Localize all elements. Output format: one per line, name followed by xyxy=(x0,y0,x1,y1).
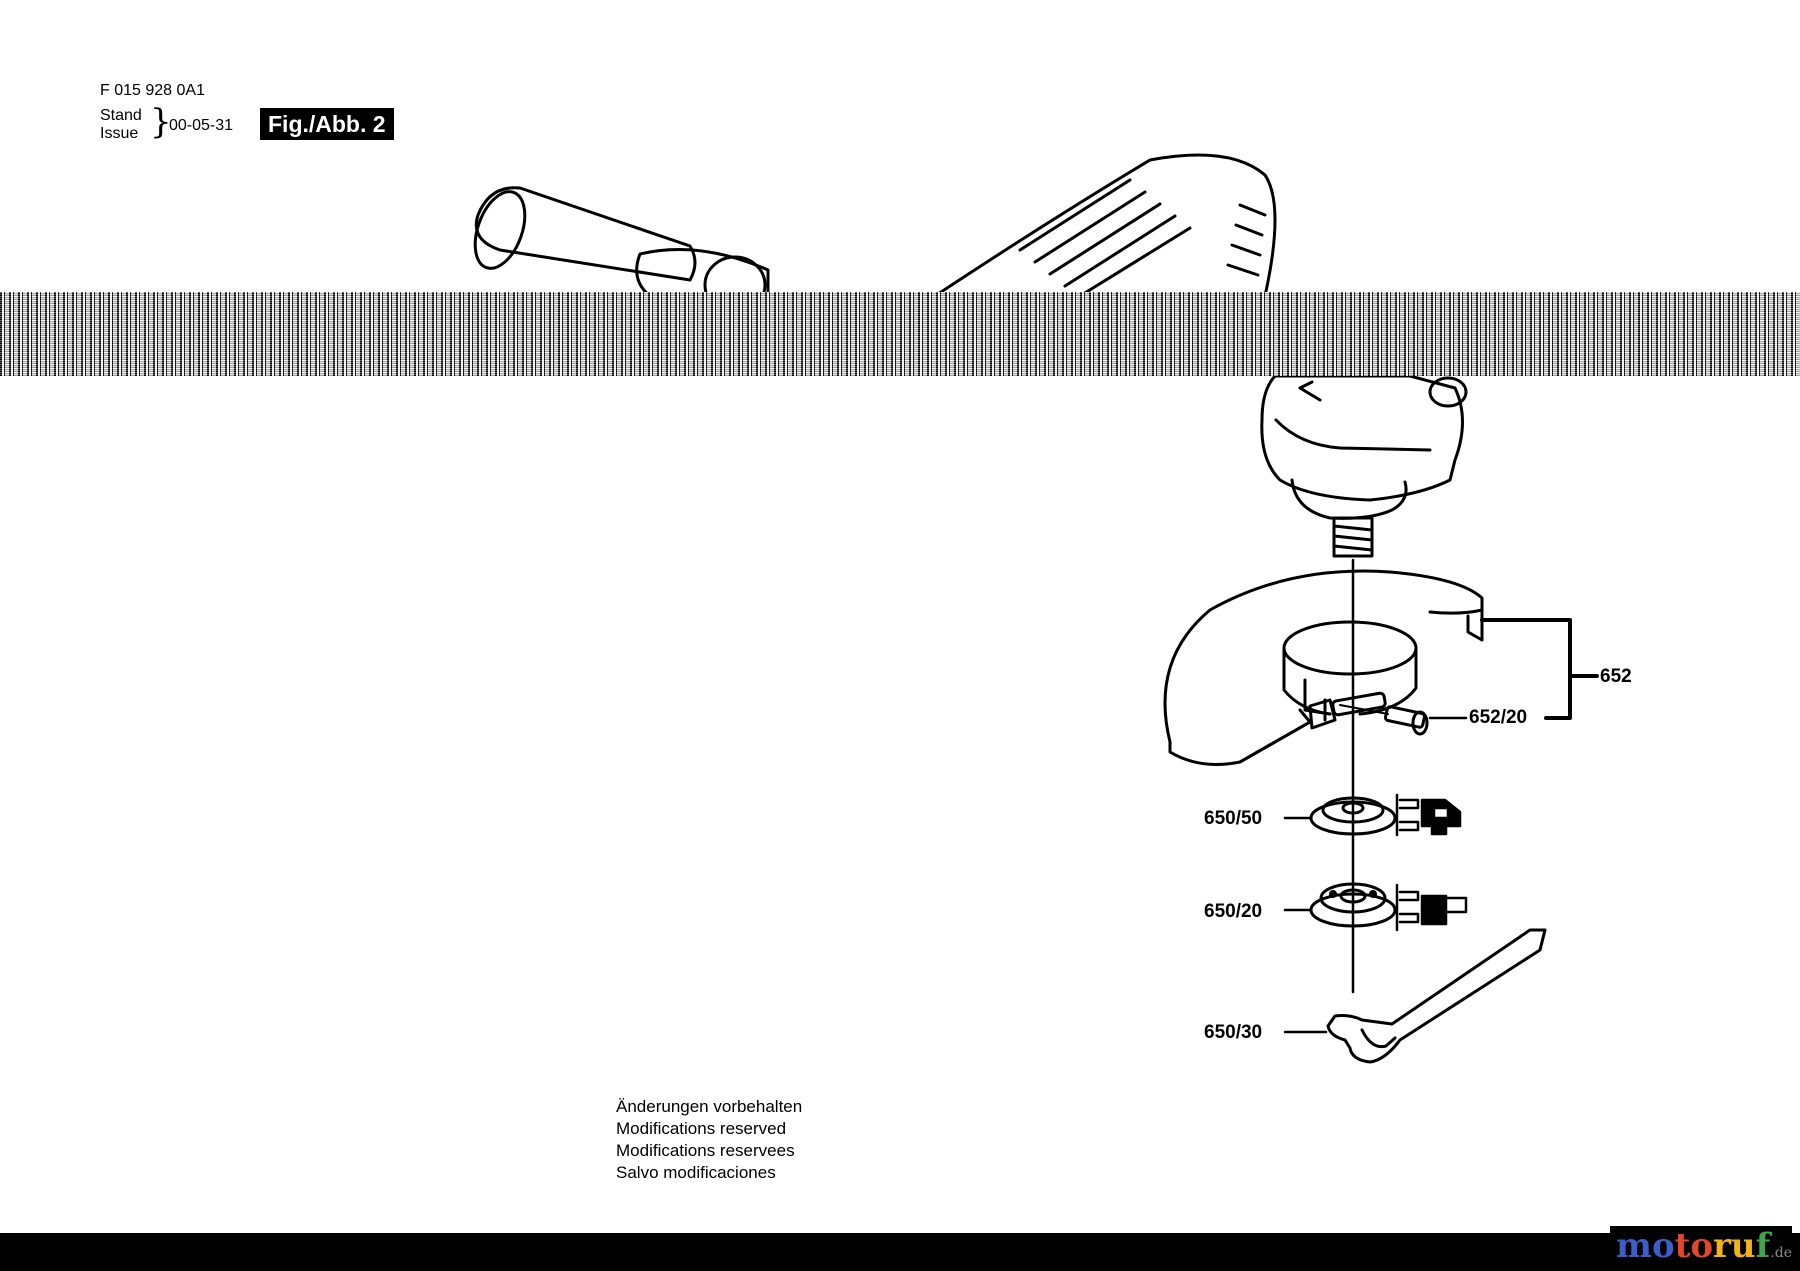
note-line: Modifications reservees xyxy=(616,1141,795,1160)
flange-section-icon xyxy=(1395,793,1462,837)
part-number: F 015 928 0A1 xyxy=(100,82,205,99)
note-line: Salvo modificaciones xyxy=(616,1163,776,1182)
figure-label: Fig./Abb. 2 xyxy=(260,108,394,140)
side-handle-drawing xyxy=(473,186,770,315)
clamp-nut-section-icon xyxy=(1395,883,1468,932)
stand-issue-labels: Stand Issue xyxy=(100,107,142,143)
callout-guard: 652 xyxy=(1600,666,1632,687)
scan-noise-band xyxy=(0,292,1800,376)
footer-bar xyxy=(0,1233,1800,1271)
brace-glyph: } xyxy=(150,102,172,142)
inner-flange-drawing xyxy=(1283,796,1397,836)
brand-watermark: motoruf.de xyxy=(1609,1226,1792,1266)
modifications-notes: Änderungen vorbehalten Modifications res… xyxy=(616,1096,802,1184)
gear-head-drawing xyxy=(1260,374,1468,558)
motor-housing-drawing xyxy=(933,153,1277,298)
issue-label: Issue xyxy=(100,125,139,142)
callout-inner-flange: 650/50 xyxy=(1204,808,1263,829)
clamp-nut-drawing xyxy=(1283,882,1397,928)
issue-date: 00-05-31 xyxy=(169,117,234,134)
brand-part-2: to xyxy=(1674,1226,1714,1266)
brand-suffix: .de xyxy=(1770,1245,1792,1261)
note-line: Modifications reserved xyxy=(616,1119,787,1138)
brand-part-1: mo xyxy=(1615,1226,1675,1266)
brand-part-4: f xyxy=(1755,1226,1771,1266)
callout-guard-screw: 652/20 xyxy=(1469,707,1528,728)
guard-drawing xyxy=(1163,569,1484,766)
guard-screw-drawing xyxy=(1339,704,1429,736)
callout-clamp-nut: 650/20 xyxy=(1204,901,1263,922)
note-line: Änderungen vorbehalten xyxy=(616,1097,803,1116)
stand-label: Stand xyxy=(100,107,142,124)
brand-part-3: ru xyxy=(1713,1226,1756,1266)
spanner-drawing xyxy=(1283,928,1547,1064)
callout-spanner: 650/30 xyxy=(1204,1022,1263,1043)
